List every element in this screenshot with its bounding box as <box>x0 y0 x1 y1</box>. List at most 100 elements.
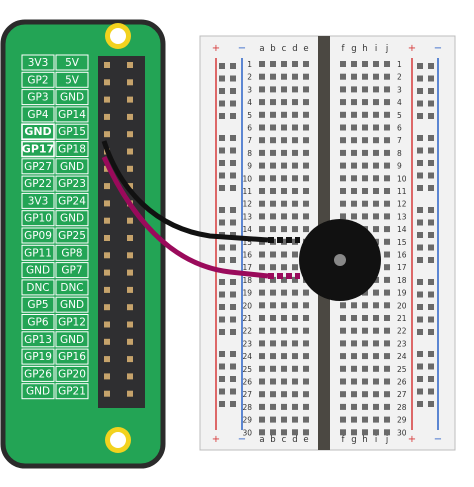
pin-label-left: GP11 <box>24 247 52 259</box>
breadboard-hole <box>281 365 287 372</box>
rail-hole <box>219 257 225 263</box>
rail-hole <box>219 219 225 226</box>
rail-hole <box>428 219 434 226</box>
pin-label-left: DNC <box>26 282 49 294</box>
row-number-left: 18 <box>242 276 252 285</box>
column-letter: b <box>270 44 275 54</box>
gpio-pins <box>104 62 133 397</box>
pin-label-right: GND <box>60 213 84 225</box>
rail-hole <box>428 63 434 69</box>
row-number-right: 16 <box>397 251 407 260</box>
header-pin-right <box>127 356 133 363</box>
row-number-left: 12 <box>242 200 252 209</box>
rail-hole <box>219 401 225 407</box>
rail-minus-label: − <box>238 43 246 54</box>
rail-plus-label: + <box>408 43 416 54</box>
breadboard-hole <box>259 111 265 118</box>
pin-label-left: GP22 <box>24 178 52 190</box>
breadboard-hole <box>303 188 309 194</box>
header-pin-right <box>127 252 133 259</box>
breadboard-hole <box>281 99 287 106</box>
pin-label-left: GP27 <box>24 161 52 173</box>
breadboard-hole <box>303 99 309 106</box>
row-number-left: 28 <box>242 403 252 412</box>
pin-label-left: GP10 <box>24 213 52 225</box>
breadboard-hole <box>373 175 379 182</box>
breadboard-hole <box>340 99 346 106</box>
rail-hole <box>428 172 434 179</box>
rail-hole <box>230 329 236 335</box>
breadboard-hole <box>373 365 379 372</box>
rail-hole <box>219 351 225 357</box>
rail-hole <box>428 351 434 357</box>
header-pin-left <box>104 338 110 345</box>
breadboard-hole <box>362 429 368 436</box>
breadboard-hole <box>281 327 287 334</box>
breadboard-hole <box>362 99 368 106</box>
breadboard-hole <box>303 149 309 156</box>
breadboard-hole <box>373 340 379 347</box>
rail-hole <box>219 75 225 82</box>
column-letter: d <box>292 44 297 54</box>
breadboard-hole <box>259 213 265 220</box>
rail-hole <box>417 219 423 226</box>
rail-hole <box>230 279 236 285</box>
row-number-left: 10 <box>242 174 252 183</box>
rail-hole <box>219 172 225 179</box>
breadboard-hole <box>292 315 298 321</box>
header-pin-left <box>104 113 110 120</box>
rail-hole <box>230 257 236 263</box>
rail-hole <box>428 244 434 251</box>
breadboard-hole <box>259 162 265 169</box>
breadboard-hole <box>281 238 287 245</box>
breadboard-hole <box>292 276 298 283</box>
row-number-right: 26 <box>397 378 407 387</box>
row-number-left: 11 <box>242 187 252 196</box>
breadboard-hole <box>373 327 379 334</box>
pin-label-box-right <box>55 279 89 296</box>
breadboard-hole <box>292 73 298 80</box>
breadboard-hole <box>384 315 390 321</box>
pin-label-box-right <box>55 383 89 400</box>
breadboard-hole <box>384 429 390 436</box>
pin-label-box-right <box>55 141 89 157</box>
breadboard-hole <box>340 137 346 144</box>
rail-hole <box>230 172 236 179</box>
pin-label-right: DNC <box>60 282 83 294</box>
breadboard-hole <box>259 137 265 144</box>
header-pin-right <box>127 165 133 172</box>
breadboard-hole <box>351 149 357 156</box>
breadboard-hole <box>270 276 276 283</box>
column-letter: c <box>282 44 287 54</box>
breadboard-hole <box>281 391 287 398</box>
breadboard-hole <box>303 327 309 334</box>
pin-label-right: GND <box>60 299 84 311</box>
pin-label-box-right <box>55 210 89 227</box>
breadboard-hole <box>340 162 346 169</box>
breadboard-hole <box>292 302 298 309</box>
pin-label-right: GP24 <box>58 195 86 207</box>
breadboard-hole <box>270 99 276 106</box>
breadboard-hole <box>259 353 265 360</box>
pin-label-box-left <box>21 106 55 123</box>
row-number-left: 14 <box>242 225 252 234</box>
breadboard-hole <box>292 149 298 156</box>
breadboard-hole <box>270 175 276 182</box>
breadboard-hole <box>281 149 287 156</box>
breadboard-hole <box>373 289 379 296</box>
breadboard-hole <box>303 61 309 67</box>
rail-hole <box>428 304 434 310</box>
row-number-left: 16 <box>242 251 252 260</box>
row-number-left: 8 <box>247 149 252 158</box>
row-number-right: 25 <box>397 365 407 374</box>
breadboard-hole <box>292 416 298 423</box>
rail-hole <box>428 185 434 191</box>
row-number-left: 30 <box>242 428 252 437</box>
breadboard-hole <box>351 315 357 321</box>
pin-label-box-right <box>55 348 89 365</box>
gpio-header <box>98 56 145 408</box>
breadboard-hole <box>340 416 346 423</box>
header-pin-left <box>104 79 110 86</box>
breadboard-hole <box>384 226 390 233</box>
breadboard-hole <box>259 149 265 156</box>
